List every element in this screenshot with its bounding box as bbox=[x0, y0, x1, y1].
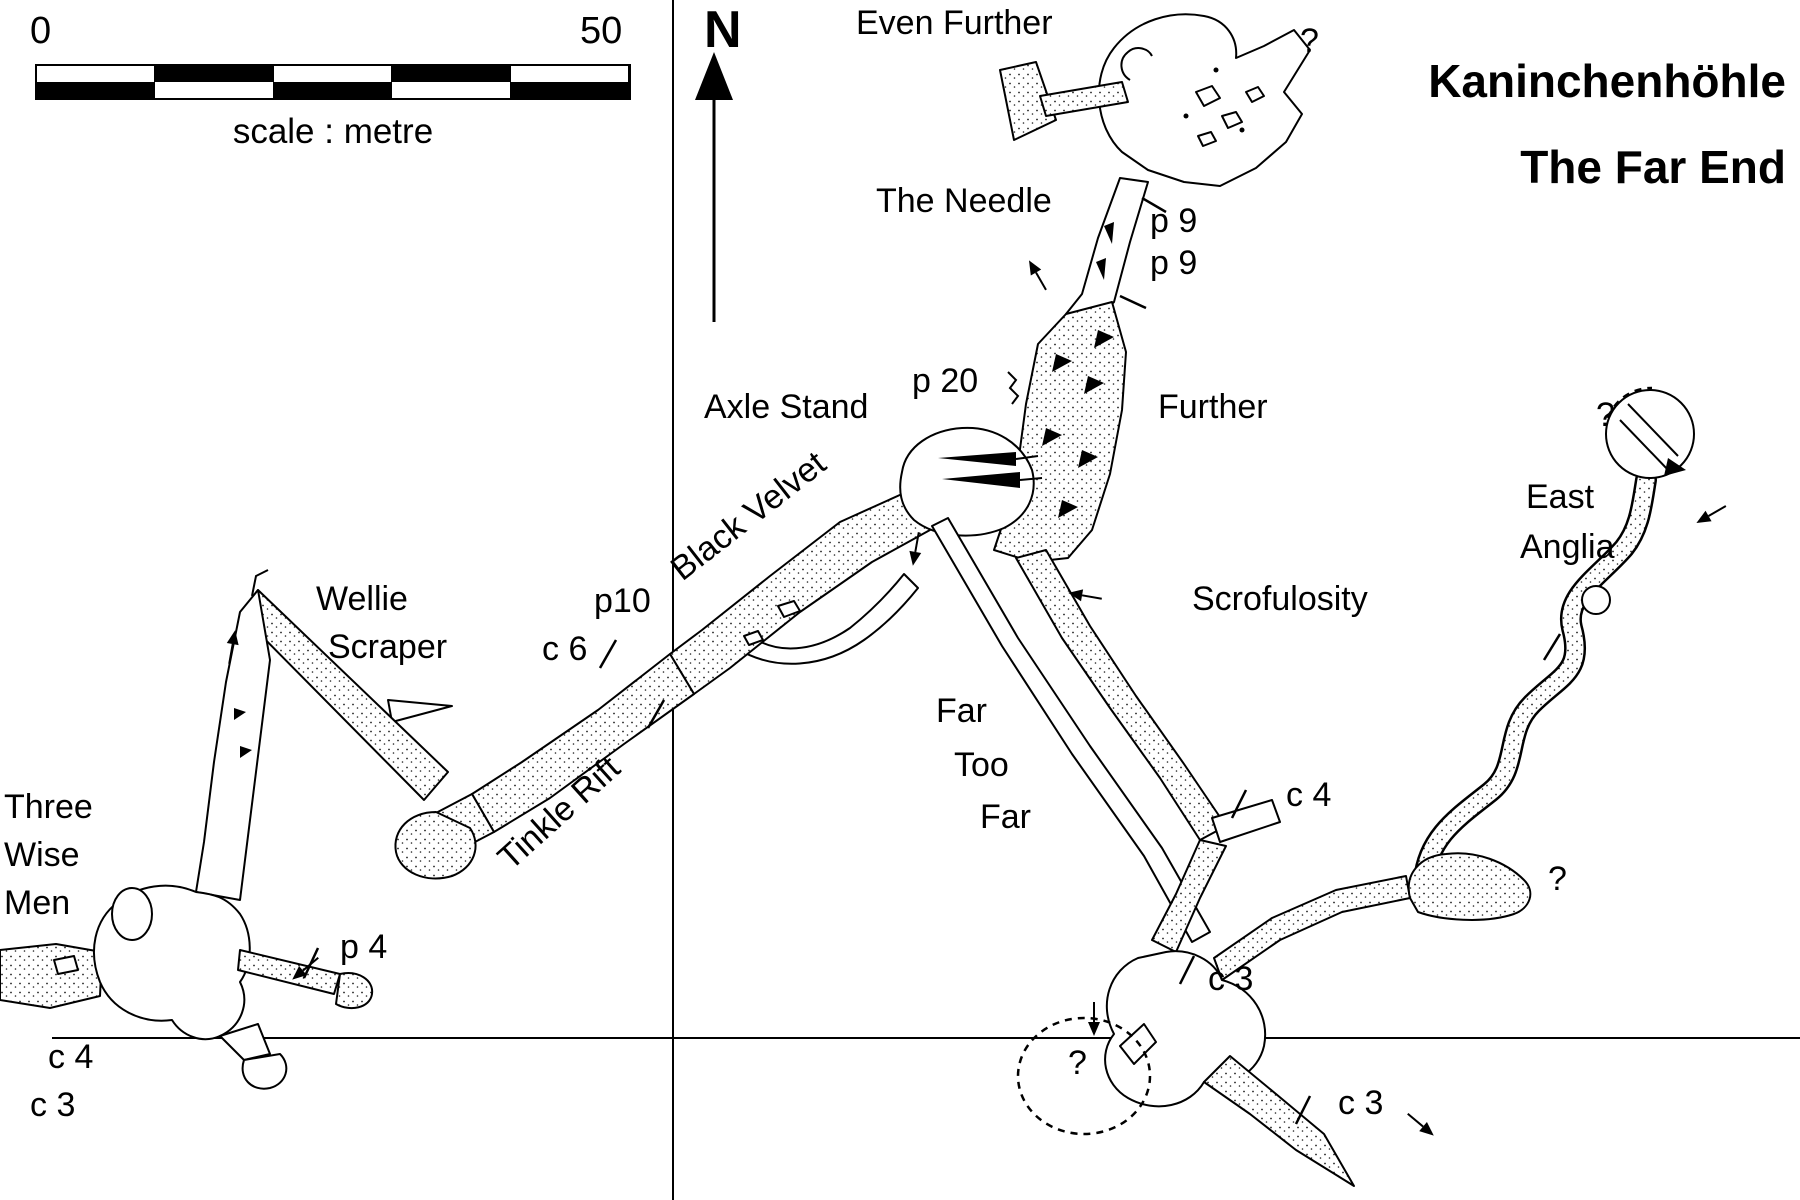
label-wellie-scraper-line2: Scraper bbox=[328, 628, 448, 666]
passage-loop bbox=[735, 573, 919, 665]
passage-even-further bbox=[1097, 13, 1311, 187]
label-axle-stand: Axle Stand bbox=[704, 388, 869, 426]
mark-question-top: ? bbox=[1300, 22, 1319, 60]
map-title-line2: The Far End bbox=[1520, 141, 1786, 193]
label-wellie-scraper-line1: Wellie bbox=[316, 580, 408, 618]
mark-p10: p10 bbox=[594, 582, 651, 620]
mark-c4-west: c 4 bbox=[48, 1038, 94, 1076]
scale-bar-segment bbox=[273, 82, 393, 98]
mark-question-east-anglia: ? bbox=[1596, 396, 1615, 434]
label-east-anglia-line2: Anglia bbox=[1520, 528, 1615, 566]
scale-bar-segment bbox=[510, 66, 629, 82]
flow-arrows bbox=[226, 260, 1727, 1136]
passage-the-needle bbox=[1065, 177, 1149, 323]
scale-bar-segment bbox=[392, 66, 511, 82]
mark-p20: p 20 bbox=[912, 362, 979, 400]
passage-east-anglia bbox=[1413, 386, 1695, 891]
passage-axle-stand bbox=[899, 371, 1043, 537]
scale-end-label: 50 bbox=[580, 10, 623, 52]
scale-bar-segment bbox=[155, 82, 274, 98]
label-far-too-far-line1: Far bbox=[936, 692, 987, 730]
grid-lines bbox=[52, 0, 1800, 1200]
map-title-line1: Kaninchenhöhle bbox=[1428, 55, 1786, 107]
label-east-anglia-line1: East bbox=[1526, 478, 1595, 516]
mark-c3-mid: c 3 bbox=[1208, 960, 1254, 998]
mark-p4: p 4 bbox=[340, 928, 388, 966]
label-three-wise-men-line1: Three bbox=[4, 788, 93, 826]
label-even-further: Even Further bbox=[856, 4, 1053, 42]
mark-c6: c 6 bbox=[542, 630, 588, 668]
label-three-wise-men-line3: Men bbox=[4, 884, 71, 922]
mark-question-right: ? bbox=[1548, 860, 1567, 898]
mark-p9-upper: p 9 bbox=[1150, 202, 1198, 240]
mark-question-bottom: ? bbox=[1068, 1044, 1087, 1082]
label-further: Further bbox=[1158, 388, 1268, 426]
mark-c3-west: c 3 bbox=[30, 1086, 76, 1124]
passage-scrofulosity bbox=[1015, 549, 1281, 953]
scale-bar-segment bbox=[155, 66, 274, 82]
scale-bar-segment bbox=[273, 66, 393, 82]
scale-bar-segment bbox=[37, 66, 156, 82]
passage-three-wise-men bbox=[0, 884, 374, 1090]
label-three-wise-men-line2: Wise bbox=[4, 836, 80, 874]
label-scrofulosity: Scrofulosity bbox=[1192, 580, 1368, 618]
label-far-too-far-line2: Too bbox=[954, 746, 1009, 784]
scale-bar-segment bbox=[37, 82, 156, 98]
passage-bottom-junction bbox=[1016, 852, 1532, 1187]
passage-far-too-far bbox=[931, 517, 1211, 943]
passage-hammer-spur bbox=[999, 61, 1129, 141]
scale-bar bbox=[35, 64, 631, 100]
mark-c4-east: c 4 bbox=[1286, 776, 1332, 814]
label-the-needle: The Needle bbox=[876, 182, 1052, 220]
north-arrow-icon bbox=[695, 52, 733, 322]
scale-start-label: 0 bbox=[30, 10, 52, 52]
label-far-too-far-line3: Far bbox=[980, 798, 1031, 836]
mark-c3-east: c 3 bbox=[1338, 1084, 1384, 1122]
scale-caption: scale : metre bbox=[232, 112, 434, 151]
mark-p9-lower: p 9 bbox=[1150, 244, 1198, 282]
unexplored-dashed-chamber bbox=[1016, 1016, 1152, 1136]
scale-bar-segment bbox=[392, 82, 511, 98]
cross-section-ticks bbox=[302, 196, 1562, 1125]
north-label: N bbox=[704, 1, 742, 59]
p20-pitch-arrows bbox=[938, 452, 1043, 488]
passage-wellie-scraper bbox=[195, 569, 449, 901]
scale-bar-segment bbox=[510, 82, 629, 98]
passage-wellie-connector bbox=[387, 699, 495, 880]
